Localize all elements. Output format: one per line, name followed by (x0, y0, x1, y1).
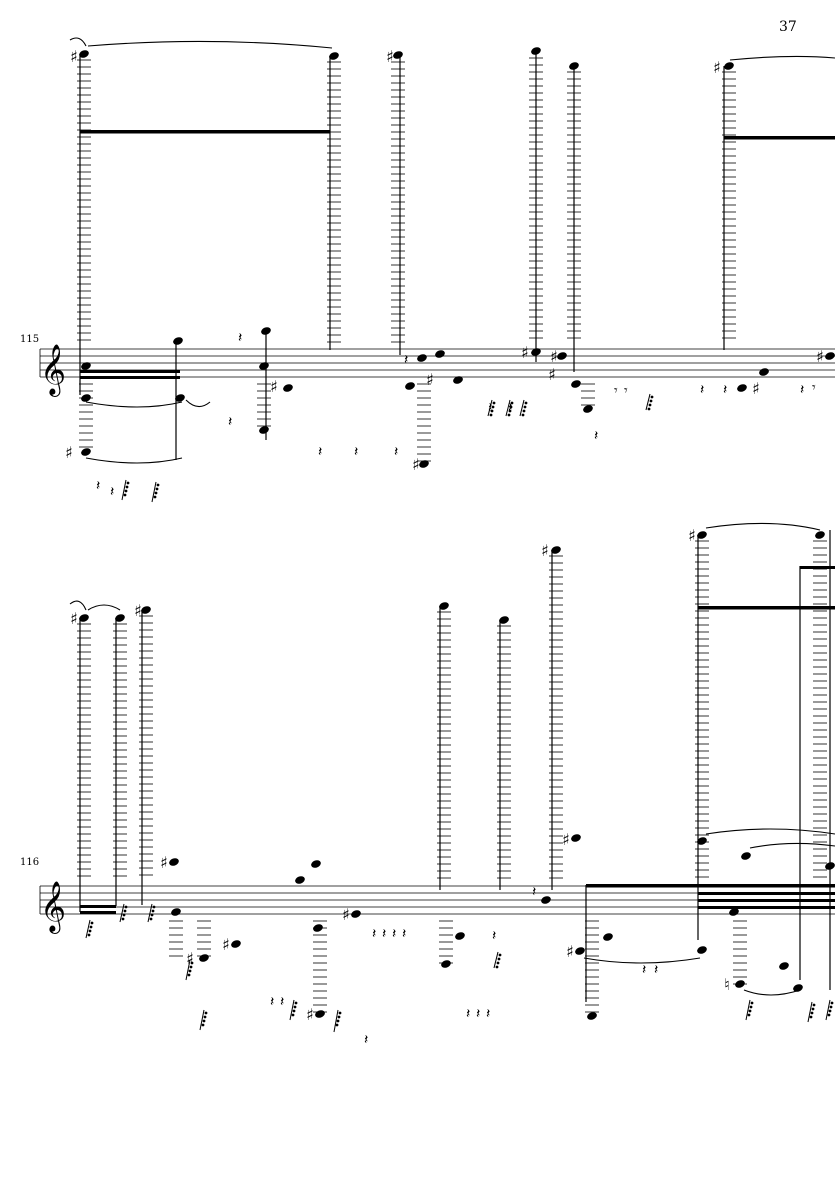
svg-text:♯: ♯ (342, 905, 350, 924)
treble-clef-icon: 𝄞 (40, 881, 66, 934)
svg-text:♯: ♯ (65, 443, 73, 462)
grace-figures (85, 393, 834, 1033)
svg-text:♯: ♯ (566, 942, 574, 961)
rests: 𝄽 𝄽 𝄽 𝄽 𝄽 𝄽 𝄽 𝄽 𝄽 𝄽 𝄽 𝄽 𝄽 𝄽 𝄾 𝄾 𝄾 (96, 330, 816, 500)
svg-text:♯: ♯ (306, 1005, 314, 1024)
ledger-lines (77, 540, 827, 1013)
svg-text:♯: ♯ (70, 609, 78, 628)
svg-text:𝄽: 𝄽 (492, 928, 496, 944)
svg-text:♯: ♯ (752, 379, 760, 398)
svg-text:♯: ♯ (816, 347, 824, 366)
svg-text:♯: ♯ (222, 935, 230, 954)
measure-number: 116 (20, 857, 39, 868)
svg-text:𝄽: 𝄽 (318, 444, 322, 460)
svg-text:𝄽: 𝄽 (800, 382, 804, 398)
ties-and-slurs (69, 37, 835, 464)
svg-text:♯: ♯ (548, 365, 556, 384)
svg-text:♯: ♯ (412, 455, 420, 474)
svg-text:♯: ♯ (70, 47, 78, 66)
svg-text:♯: ♯ (541, 541, 549, 560)
svg-text:♯: ♯ (186, 949, 194, 968)
svg-text:𝄽: 𝄽 (238, 330, 242, 346)
accidentals: ♯ ♯ ♯ ♯ ♯ ♯ ♯ ♯ ♯ ♯ ♯ ♮ (70, 526, 730, 1024)
svg-text:𝄽: 𝄽 (280, 994, 284, 1010)
system-115: 115 𝄞 (20, 37, 835, 500)
svg-text:𝄽: 𝄽 (654, 962, 658, 978)
svg-text:𝄽: 𝄽 (476, 1006, 480, 1022)
svg-text:♯: ♯ (713, 58, 721, 77)
svg-text:𝄽: 𝄽 (382, 926, 386, 942)
system-116: 116 𝄞 (20, 522, 835, 1048)
rests: 𝄽 𝄽 𝄽 𝄽 𝄽 𝄽 𝄽 𝄽 𝄽 𝄽 𝄽 𝄽 𝄽 𝄽 (270, 884, 658, 1048)
svg-text:♯: ♯ (426, 370, 434, 389)
svg-text:𝄽: 𝄽 (364, 1032, 368, 1048)
svg-text:♯: ♯ (160, 853, 168, 872)
svg-text:𝄾: 𝄾 (624, 383, 628, 399)
measure-number: 115 (20, 334, 39, 345)
treble-clef-icon: 𝄞 (40, 344, 66, 397)
svg-text:𝄽: 𝄽 (110, 484, 114, 500)
svg-text:𝄽: 𝄽 (270, 994, 274, 1010)
svg-text:𝄽: 𝄽 (402, 926, 406, 942)
svg-text:♯: ♯ (270, 377, 278, 396)
svg-text:♯: ♯ (521, 343, 529, 362)
note-stems (79, 52, 725, 460)
svg-text:𝄽: 𝄽 (486, 1006, 490, 1022)
ties-and-slurs (69, 522, 835, 996)
svg-text:𝄾: 𝄾 (614, 383, 618, 399)
svg-text:♯: ♯ (134, 601, 142, 620)
svg-text:♯: ♯ (386, 47, 394, 66)
svg-text:𝄽: 𝄽 (466, 1006, 470, 1022)
svg-text:♯: ♯ (562, 830, 570, 849)
noteheads (79, 531, 835, 1020)
svg-text:𝄽: 𝄽 (642, 962, 646, 978)
svg-text:𝄽: 𝄽 (532, 884, 536, 900)
svg-text:𝄽: 𝄽 (723, 382, 727, 398)
svg-text:𝄽: 𝄽 (700, 382, 704, 398)
svg-text:𝄽: 𝄽 (354, 444, 358, 460)
beams (80, 130, 835, 379)
beams (80, 566, 835, 914)
note-stems (79, 530, 831, 1002)
svg-text:♯: ♯ (550, 347, 558, 366)
svg-text:𝄽: 𝄽 (372, 926, 376, 942)
noteheads (79, 47, 835, 468)
accidentals: ♯ ♯ ♯ ♯ ♯ ♯ ♯ ♯ ♯ ♯ ♯ ♯ (65, 47, 824, 474)
page-number: 37 (779, 19, 797, 35)
svg-text:𝄽: 𝄽 (96, 478, 100, 494)
svg-text:♯: ♯ (688, 526, 696, 545)
svg-text:𝄽: 𝄽 (228, 414, 232, 430)
svg-text:𝄽: 𝄽 (394, 444, 398, 460)
svg-text:♮: ♮ (724, 975, 730, 994)
svg-text:𝄾: 𝄾 (812, 380, 816, 396)
svg-text:𝄽: 𝄽 (594, 428, 598, 444)
svg-text:𝄽: 𝄽 (404, 352, 408, 368)
svg-text:𝄽: 𝄽 (392, 926, 396, 942)
